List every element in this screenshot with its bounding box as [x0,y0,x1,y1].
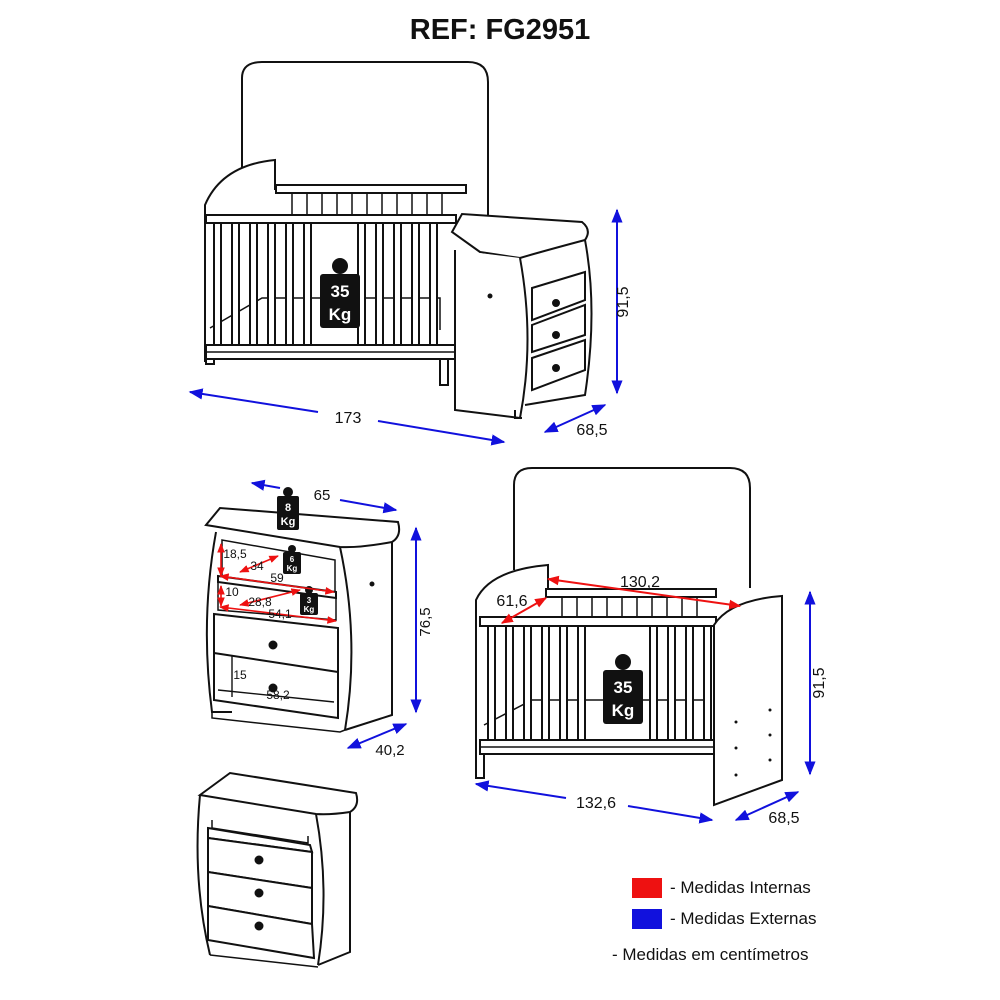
dresser-drawer-width-label: 54,1 [268,607,292,621]
units-note: - Medidas em centímetros [612,945,809,964]
dresser-niche-height-label: 18,5 [223,547,247,561]
dresser-front-right-curve [339,546,353,731]
combo-dresser-top [450,212,589,260]
dresser-internal-dimensions [217,543,337,624]
combo-dresser-side [454,250,529,420]
reference-title: REF: FG2951 [409,14,591,46]
legend-internal-label: - Medidas Internas [670,878,811,897]
dresser-shelf-weight-tag: 6 Kg [283,545,301,574]
dresser-niche-depth-label: 34 [250,559,264,573]
dresser-top [204,506,401,549]
combo-dimensions [188,208,623,446]
crib-external-dimensions [474,590,816,824]
legend-external: - Medidas Externas [632,909,816,929]
dresser-standalone-niche [211,820,309,844]
dresser-shelf-weight-value: 6 [290,555,295,564]
crib-front-slats [487,625,712,741]
dresser-internal-black-dimensions [217,656,335,703]
dresser-top-weight-value: 8 [285,502,291,514]
dresser-standalone-top [197,771,359,816]
dresser-standalone-right-curve [315,813,325,966]
combo-width-label: 173 [335,410,362,427]
dresser-lower-drawer-width-label: 58,2 [266,688,290,702]
combo-dresser-drawer-1 [531,270,586,322]
combo-weight-unit: Kg [329,305,352,324]
dresser-shelf-weight-unit: Kg [287,564,298,573]
dresser-drawer-weight-value: 3 [307,596,312,605]
legend-external-swatch [632,909,662,929]
crib-headboard [513,467,751,588]
crib-inner-width-label: 61,6 [496,593,527,610]
crib-mattress-base [483,699,712,726]
dresser-standalone-left-side [196,794,211,956]
crib-front-top-rail [479,616,717,627]
legend-external-label: - Medidas Externas [670,909,817,928]
crib-weight-unit: Kg [612,701,635,720]
dresser-top-weight-unit: Kg [281,516,296,528]
dresser-standalone-right-side [317,812,351,966]
combo-front-top-rail [205,214,457,224]
crib-weight-tag: 35 Kg [603,654,643,724]
combo-headboard [241,61,489,215]
dresser-depth-label: 40,2 [375,742,404,759]
dresser-drawer-weight-unit: Kg [304,605,315,614]
dresser-height-label: 76,5 [417,607,434,636]
combo-dresser-drawer-2 [531,303,586,354]
combo-back-rail [275,184,467,194]
crib-right-end-panel [713,594,783,807]
legend-internal-swatch [632,878,662,898]
dresser-width-label: 65 [314,487,331,504]
combo-weight-value: 35 [331,282,350,301]
dresser-drawer-height-label: 10 [225,585,239,599]
combo-crib-view [204,61,593,420]
combo-weight-tag: 35 Kg [320,258,360,328]
dresser-top-weight-tag: 8 Kg [277,487,299,530]
combo-height-label: 91,5 [615,286,632,317]
crib-height-label: 91,5 [811,667,828,698]
crib-width-label: 132,6 [576,795,616,812]
dresser-external-dimensions [250,479,422,749]
crib-internal-dimensions [500,575,742,624]
dresser-drawer-depth-label: 28,8 [248,595,272,609]
dresser-niche-width-label: 59 [270,571,284,585]
dresser-standalone-drawer-3 [207,904,316,960]
legend-internal: - Medidas Internas [632,878,811,898]
combo-front-slats [213,222,438,346]
crib-view [475,467,783,807]
combo-depth-label: 68,5 [576,422,607,439]
crib-depth-label: 68,5 [768,810,799,827]
dresser-lower-drawer-height-label: 15 [233,668,247,682]
crib-weight-value: 35 [614,678,633,697]
crib-inner-length-label: 130,2 [620,574,660,591]
dresser-standalone-view [196,771,359,968]
combo-crib-leg [205,359,215,365]
